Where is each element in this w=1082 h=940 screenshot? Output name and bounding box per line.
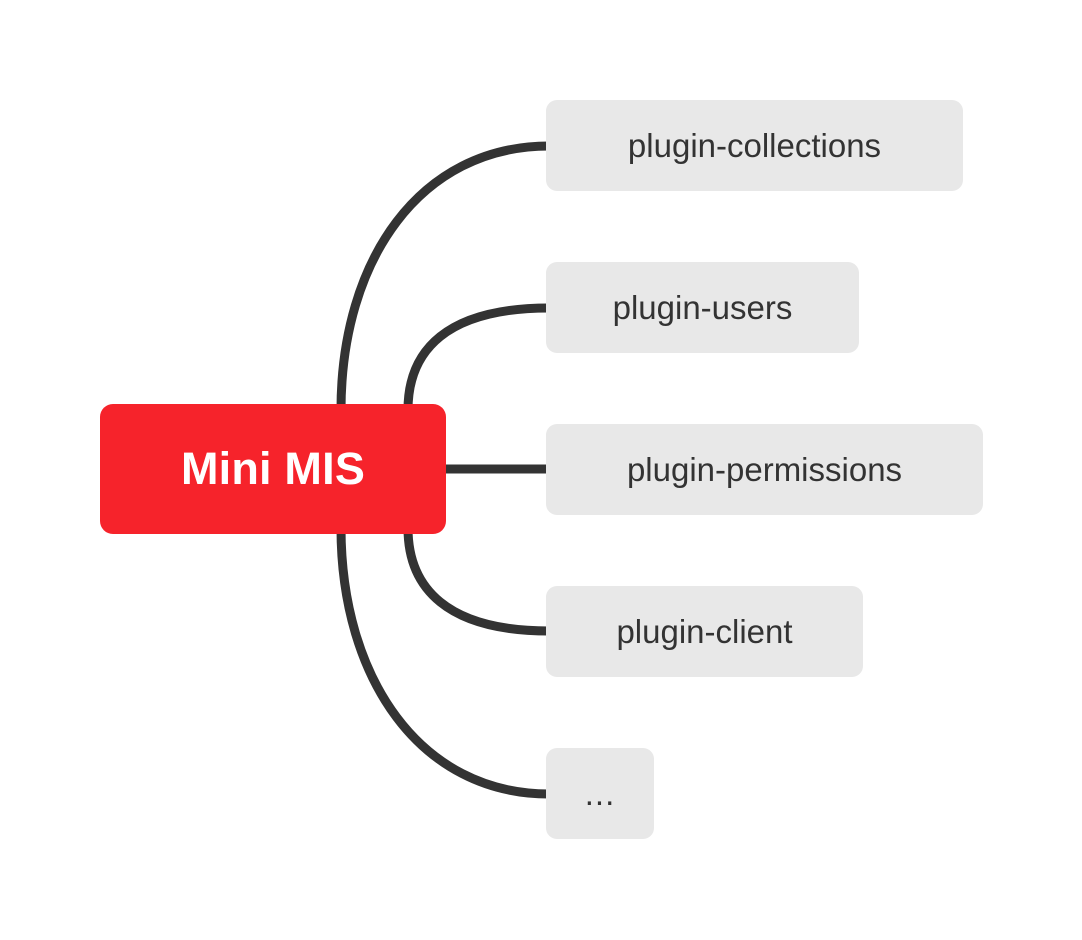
node-plugin-permissions[interactable]: plugin-permissions bbox=[546, 424, 983, 515]
node-plugin-client[interactable]: plugin-client bbox=[546, 586, 863, 677]
edge-root-to-plugin-users bbox=[403, 303, 554, 415]
node-plugin-users-label: plugin-users bbox=[612, 288, 793, 326]
root-node-label: Mini MIS bbox=[180, 443, 366, 494]
edge-root-to-plugin-client bbox=[403, 523, 554, 636]
edge-root-to-plugin-collections bbox=[336, 141, 554, 415]
edge-root-to-ellipsis bbox=[336, 523, 554, 799]
node-plugin-permissions-label: plugin-permissions bbox=[626, 450, 903, 488]
root-node-mini-mis[interactable]: Mini MIS bbox=[100, 404, 446, 534]
node-more-ellipsis[interactable]: ... bbox=[546, 748, 654, 839]
node-plugin-collections[interactable]: plugin-collections bbox=[546, 100, 963, 191]
node-plugin-collections-label: plugin-collections bbox=[627, 126, 882, 164]
node-plugin-users[interactable]: plugin-users bbox=[546, 262, 859, 353]
node-plugin-client-label: plugin-client bbox=[616, 612, 793, 650]
node-more-ellipsis-label: ... bbox=[584, 774, 616, 812]
